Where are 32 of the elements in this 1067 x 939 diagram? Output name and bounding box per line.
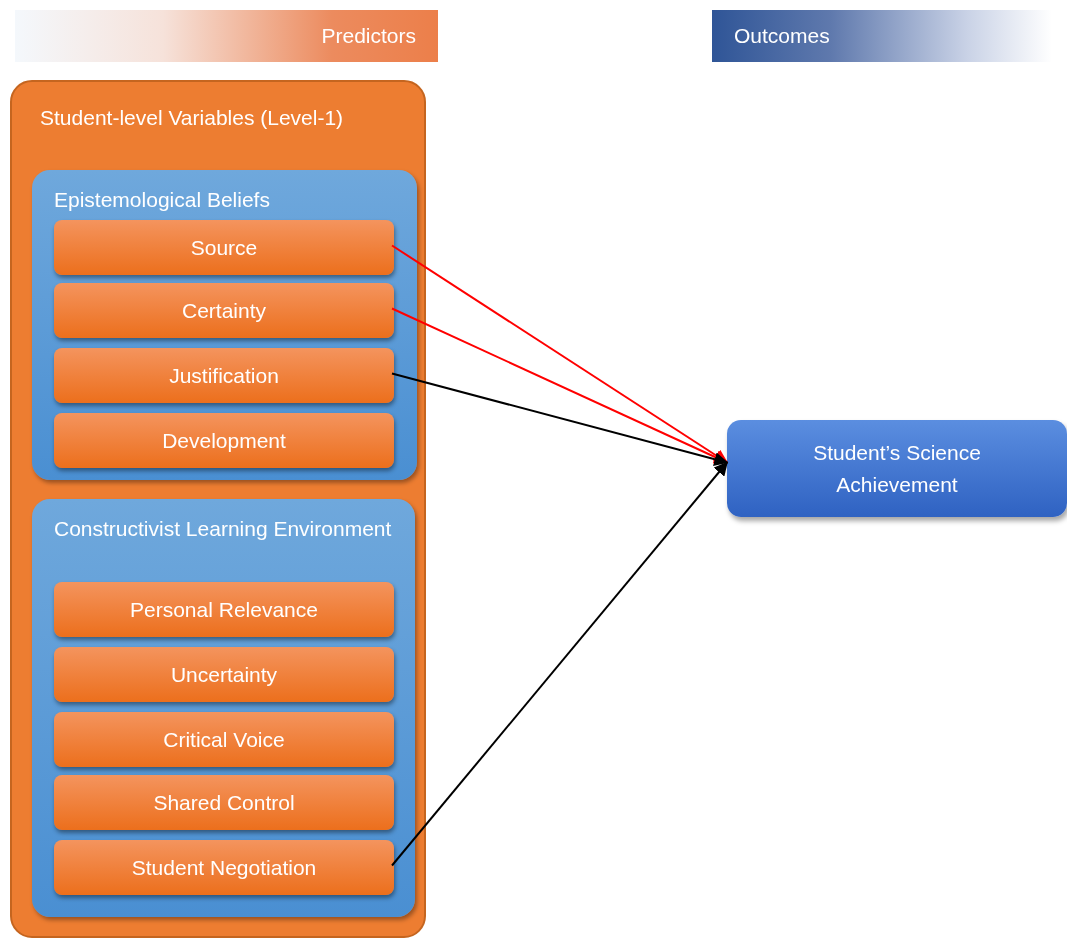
variable-label: Justification [169, 362, 279, 389]
group-panel [32, 499, 415, 917]
arrow [391, 244, 729, 464]
variable-box [54, 647, 394, 702]
variable-box [54, 712, 394, 767]
arrow [391, 372, 729, 467]
variable-label: Source [190, 234, 258, 261]
group-panel [10, 80, 426, 938]
variable-label: Critical Voice [163, 726, 285, 753]
arrow [391, 461, 728, 867]
variable-box [54, 582, 394, 637]
variable-box [54, 220, 394, 275]
outcome-label: Student’s Science Achievement [812, 440, 982, 498]
group-heading: Student-level Variables (Level-1) [40, 106, 344, 129]
header-band [15, 10, 438, 62]
variable-label: Student Negotiation [131, 854, 317, 881]
variable-box [54, 283, 394, 338]
group-heading: Epistemological Beliefs [54, 188, 270, 211]
variable-label: Uncertainty [170, 661, 278, 688]
variable-label: Development [162, 427, 286, 454]
group-panel [32, 170, 417, 480]
variable-label: Personal Relevance [130, 596, 318, 623]
header-label: Predictors [321, 23, 416, 50]
variable-label: Certainty [182, 297, 266, 324]
header-label: Outcomes [734, 23, 830, 50]
variable-box [54, 413, 394, 468]
outcome-box [727, 420, 1067, 517]
variable-label: Shared Control [153, 789, 295, 816]
variable-box [54, 840, 394, 895]
group-heading: Constructivist Learning Environment [54, 517, 392, 540]
variable-box [54, 775, 394, 830]
variable-box [54, 348, 394, 403]
